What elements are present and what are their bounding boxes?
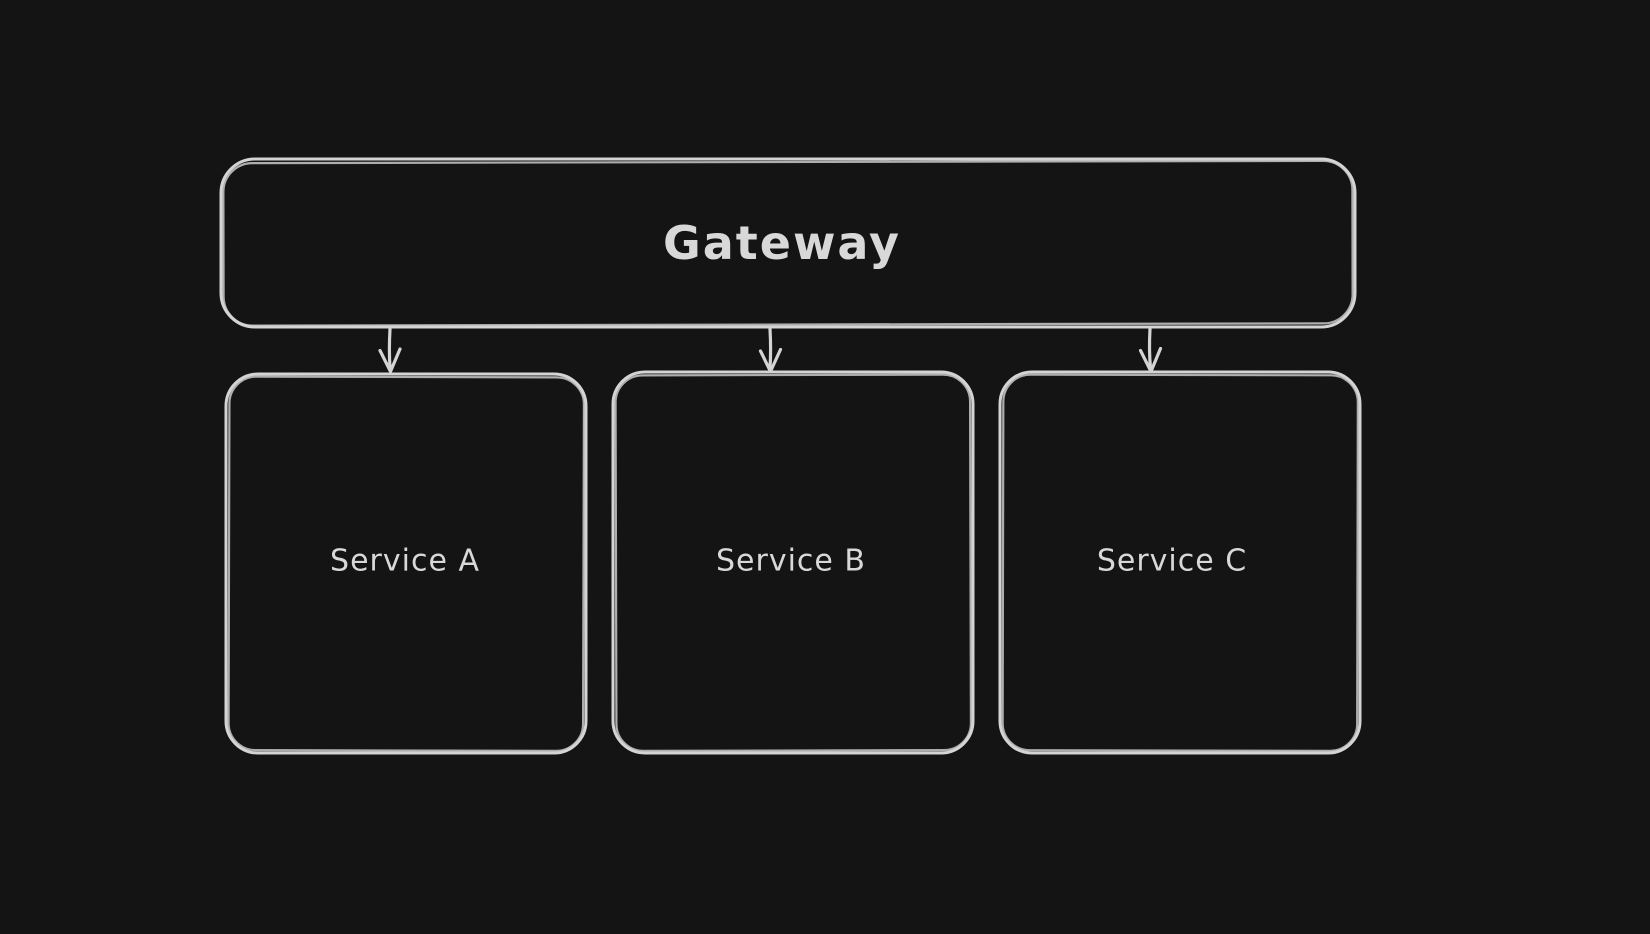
arrow-shaft [387,327,392,370]
gateway-label: Gateway [663,216,901,270]
service-c-box-sketch-stroke [1001,373,1359,752]
service-a-node: Service A [224,372,588,755]
gateway-node: Gateway [219,157,1357,329]
gateway-box [219,157,1357,329]
service-a-box-sketch-stroke [227,375,586,752]
arrow-shaft [1147,327,1153,370]
service-b-node: Service B [611,370,975,755]
service-a-box [224,372,588,755]
service-b-box [611,370,975,755]
arrow-head [378,347,402,374]
arrow-gateway-to-service-b [758,327,783,374]
gateway-box-sketch-stroke [222,159,1354,327]
service-a-label: Service A [330,544,480,579]
service-b-box-sketch-stroke [614,373,973,752]
service-c-label: Service C [1097,544,1247,579]
service-b-label: Service B [716,544,866,579]
arrow-shaft [768,327,773,370]
service-c-node: Service C [998,370,1362,755]
service-c-box [998,370,1362,755]
arrow-gateway-to-service-c [1138,327,1163,374]
arrow-gateway-to-service-a [378,327,402,374]
